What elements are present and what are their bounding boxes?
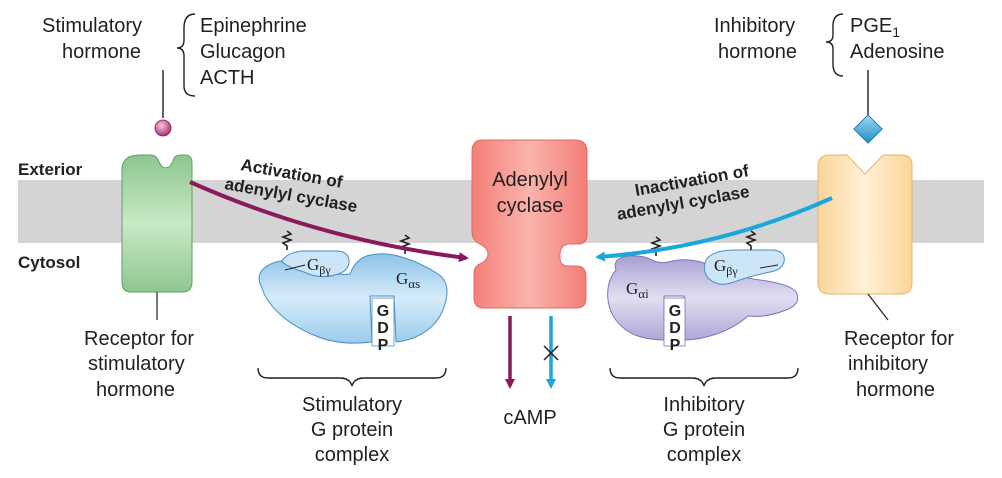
g-beta-gamma-inhibitory-edge (759, 264, 779, 269)
stimulatory-hormone-label-2: hormone (62, 41, 141, 63)
gdp-stimulatory-g: G (377, 303, 389, 320)
g-beta-gamma-inhibitory-label: Gβγ (714, 256, 738, 278)
g-alpha-s-g: G (396, 269, 408, 288)
stimulatory-receptor-label-2: stimulatory (88, 353, 185, 375)
stimulatory-complex-brace (257, 367, 447, 387)
inhibitory-complex-brace (609, 367, 799, 387)
gdp-pocket-inhibitory (663, 297, 686, 347)
inhibition-cross-icon (543, 345, 559, 361)
g-beta-gamma-stimulatory (281, 250, 350, 278)
stimulatory-brace (176, 13, 196, 97)
g-beta-gamma-i-greek: βγ (726, 264, 738, 278)
adenylyl-cyclase-label-2: cyclase (497, 195, 564, 217)
pge-subscript: 1 (892, 24, 900, 40)
inhibitory-hormone-ligand (853, 114, 883, 144)
stimulatory-hormone-ligand (154, 119, 172, 137)
lipid-anchor-gbg-i (744, 230, 758, 250)
inhibitory-hormone-label: Inhibitory (714, 15, 795, 37)
stimulatory-complex-label-3: complex (315, 444, 389, 466)
cytosol-label: Cytosol (18, 253, 80, 272)
g-alpha-i-greek: αi (638, 286, 649, 301)
acth-label: ACTH (200, 67, 254, 89)
glucagon-label: Glucagon (200, 41, 286, 63)
g-beta-gamma-stimulatory-edge (284, 264, 306, 271)
g-beta-gamma-s-greek: βγ (319, 263, 331, 277)
inhibitory-receptor-leader (867, 293, 889, 321)
g-alpha-s-greek: αs (408, 276, 420, 291)
inhibitory-brace (825, 13, 844, 77)
exterior-label: Exterior (18, 160, 83, 179)
lipid-anchor-gbg-s (280, 230, 294, 250)
stimulatory-receptor (121, 154, 193, 293)
gdp-stimulatory-d: D (377, 320, 389, 337)
epinephrine-label: Epinephrine (200, 15, 307, 37)
g-beta-gamma-s-g: G (307, 255, 319, 274)
inactivation-arrow (595, 196, 833, 262)
inhibitory-complex-label-3: complex (667, 444, 741, 466)
adenylyl-cyclase-label-1: Adenylyl (492, 169, 568, 191)
activation-arrow (189, 180, 469, 263)
stimulatory-receptor-label-1: Receptor for (84, 328, 194, 350)
g-alpha-s-subunit (258, 253, 448, 344)
gdp-stimulatory-p: P (378, 337, 389, 354)
inhibitory-complex-label-2: G protein (663, 419, 745, 441)
g-beta-gamma-stimulatory-label: Gβγ (307, 255, 331, 277)
g-alpha-i-label: Gαi (626, 279, 649, 301)
inhibitory-receptor-label-3: hormone (856, 379, 935, 401)
adenosine-label: Adenosine (850, 41, 945, 63)
g-alpha-s-label: Gαs (396, 269, 420, 291)
inhibitory-receptor (817, 154, 913, 295)
inhibitory-complex-label-1: Inhibitory (663, 394, 744, 416)
stimulatory-complex-label-2: G protein (311, 419, 393, 441)
g-alpha-i-g: G (626, 279, 638, 298)
inhibitory-receptor-label-2: inhibitory (848, 353, 928, 375)
pge1-label: PGE1 (850, 15, 900, 40)
stimulatory-receptor-label-3: hormone (96, 379, 175, 401)
g-alpha-i-subunit (607, 255, 799, 341)
inhibitory-receptor-label-1: Receptor for (844, 328, 954, 350)
stimulatory-complex-label-1: Stimulatory (302, 394, 402, 416)
gdp-pocket-stimulatory (371, 297, 395, 347)
stimulatory-hormone-label: Stimulatory (42, 15, 142, 37)
pge-text: PGE (850, 15, 892, 37)
gdp-inhibitory-d: D (669, 320, 681, 337)
adenylyl-cyclase (471, 139, 588, 309)
g-beta-gamma-i-g: G (714, 256, 726, 275)
g-beta-gamma-inhibitory (703, 249, 785, 285)
gdp-inhibitory-p: P (670, 337, 681, 354)
gdp-inhibitory-g: G (669, 303, 681, 320)
camp-label: cAMP (503, 407, 556, 429)
inhibitory-hormone-label-2: hormone (718, 41, 797, 63)
